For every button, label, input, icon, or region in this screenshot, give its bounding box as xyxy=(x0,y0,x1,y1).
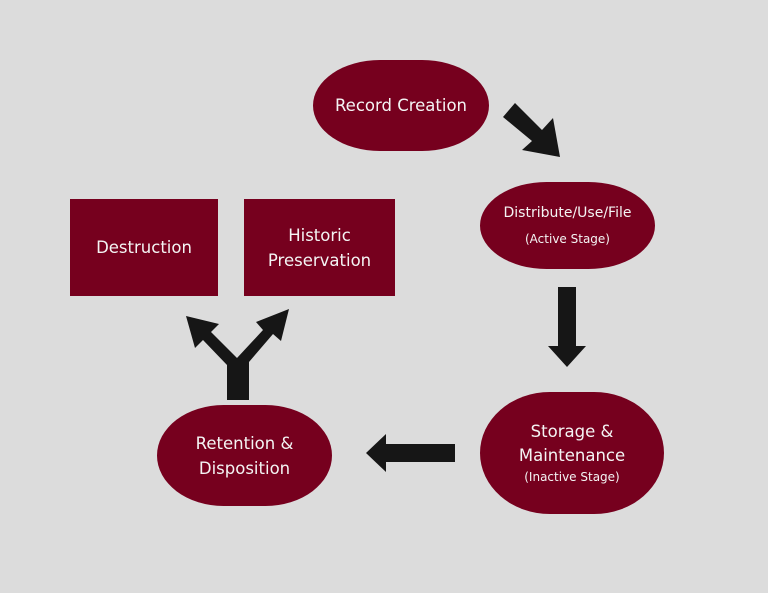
node-distribute-use-file: Distribute/Use/File (Active Stage) xyxy=(480,182,655,269)
node-distribute-sublabel: (Active Stage) xyxy=(525,232,610,246)
arrow-record-to-distribute xyxy=(503,103,560,157)
node-historic-preservation: Historic Preservation xyxy=(244,199,395,296)
arrow-distribute-to-storage xyxy=(548,287,586,367)
node-distribute-label: Distribute/Use/File xyxy=(503,205,632,221)
node-retention-line2: Disposition xyxy=(198,458,291,478)
node-storage-maintenance: Storage & Maintenance (Inactive Stage) xyxy=(480,392,664,514)
node-destruction-label: Destruction xyxy=(96,238,192,257)
node-retention-line1: Retention & xyxy=(195,433,294,453)
node-record-creation: Record Creation xyxy=(313,60,489,151)
node-historic-line1: Historic xyxy=(288,225,351,245)
node-storage-sublabel: (Inactive Stage) xyxy=(524,470,620,484)
arrow-storage-to-retention xyxy=(366,434,455,472)
node-storage-line1: Storage & xyxy=(530,422,614,441)
node-storage-line2: Maintenance xyxy=(518,446,626,465)
node-record-creation-label: Record Creation xyxy=(334,96,468,115)
node-destruction: Destruction xyxy=(70,199,218,296)
arrow-fork-retention-to-outputs xyxy=(186,309,289,400)
node-retention-disposition: Retention & Disposition xyxy=(157,405,332,506)
node-historic-line2: Preservation xyxy=(267,250,372,270)
